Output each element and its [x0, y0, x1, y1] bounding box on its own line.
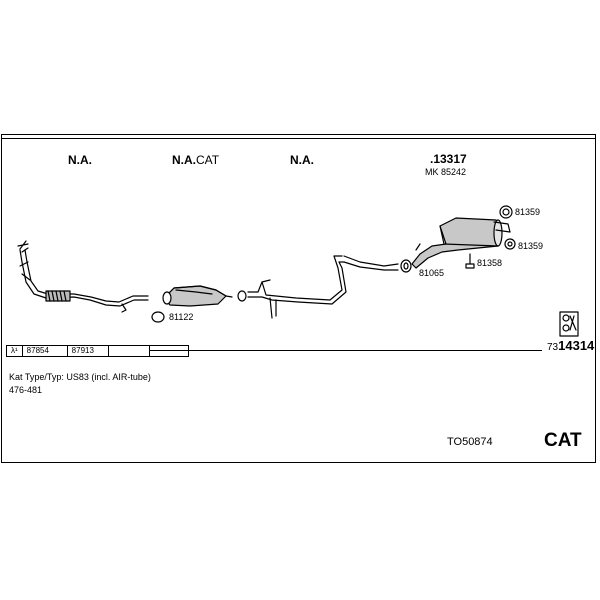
footer-category: CAT	[544, 430, 582, 451]
ref-marker: λ¹	[6, 346, 22, 356]
section2-label: N.A.CAT	[172, 153, 219, 167]
part-81359-bottom: 81359	[518, 241, 544, 251]
frame-double-line	[1, 138, 596, 139]
reference-separator	[150, 350, 542, 351]
ref-col2: 87913	[66, 346, 108, 356]
kat-range-text: 476-481	[9, 385, 43, 395]
diagram-number-main: 14314	[558, 338, 595, 353]
section3-label: N.A.	[290, 153, 314, 167]
kat-type-text: Kat Type/Typ: US83 (incl. AIR-tube)	[9, 372, 151, 382]
ref-col4	[148, 346, 189, 356]
rubber-hanger-81359-top	[499, 205, 513, 219]
middle-pipe	[247, 255, 399, 319]
footer-code: TO50874	[447, 436, 493, 448]
section2-main-label: N.A.	[172, 153, 196, 167]
catalytic-converter	[162, 285, 233, 307]
section4-mk-number: MK 85242	[425, 167, 467, 177]
ref-col1: 87854	[21, 346, 67, 356]
part-81122: 81122	[169, 312, 194, 322]
front-pipe	[17, 240, 149, 313]
section2-sub-label: CAT	[196, 153, 220, 167]
bolt-81358	[465, 253, 475, 269]
section1-label: N.A.	[68, 153, 92, 167]
diagram-number: 7314314	[547, 338, 594, 353]
gasket-81122	[151, 311, 165, 323]
section4-part-number: .13317	[430, 152, 467, 166]
diagram-frame	[1, 134, 596, 463]
rubber-hanger-81359-bottom	[504, 238, 516, 250]
reference-row: λ¹ 87854 87913	[6, 345, 189, 357]
part-81065: 81065	[419, 268, 445, 278]
part-81358: 81358	[477, 258, 503, 268]
diagram-number-prefix: 73	[547, 342, 559, 353]
part-81359-top: 81359	[515, 207, 541, 217]
ref-col3	[107, 346, 149, 356]
rear-silencer	[411, 217, 511, 269]
gasket-81065	[400, 259, 412, 273]
